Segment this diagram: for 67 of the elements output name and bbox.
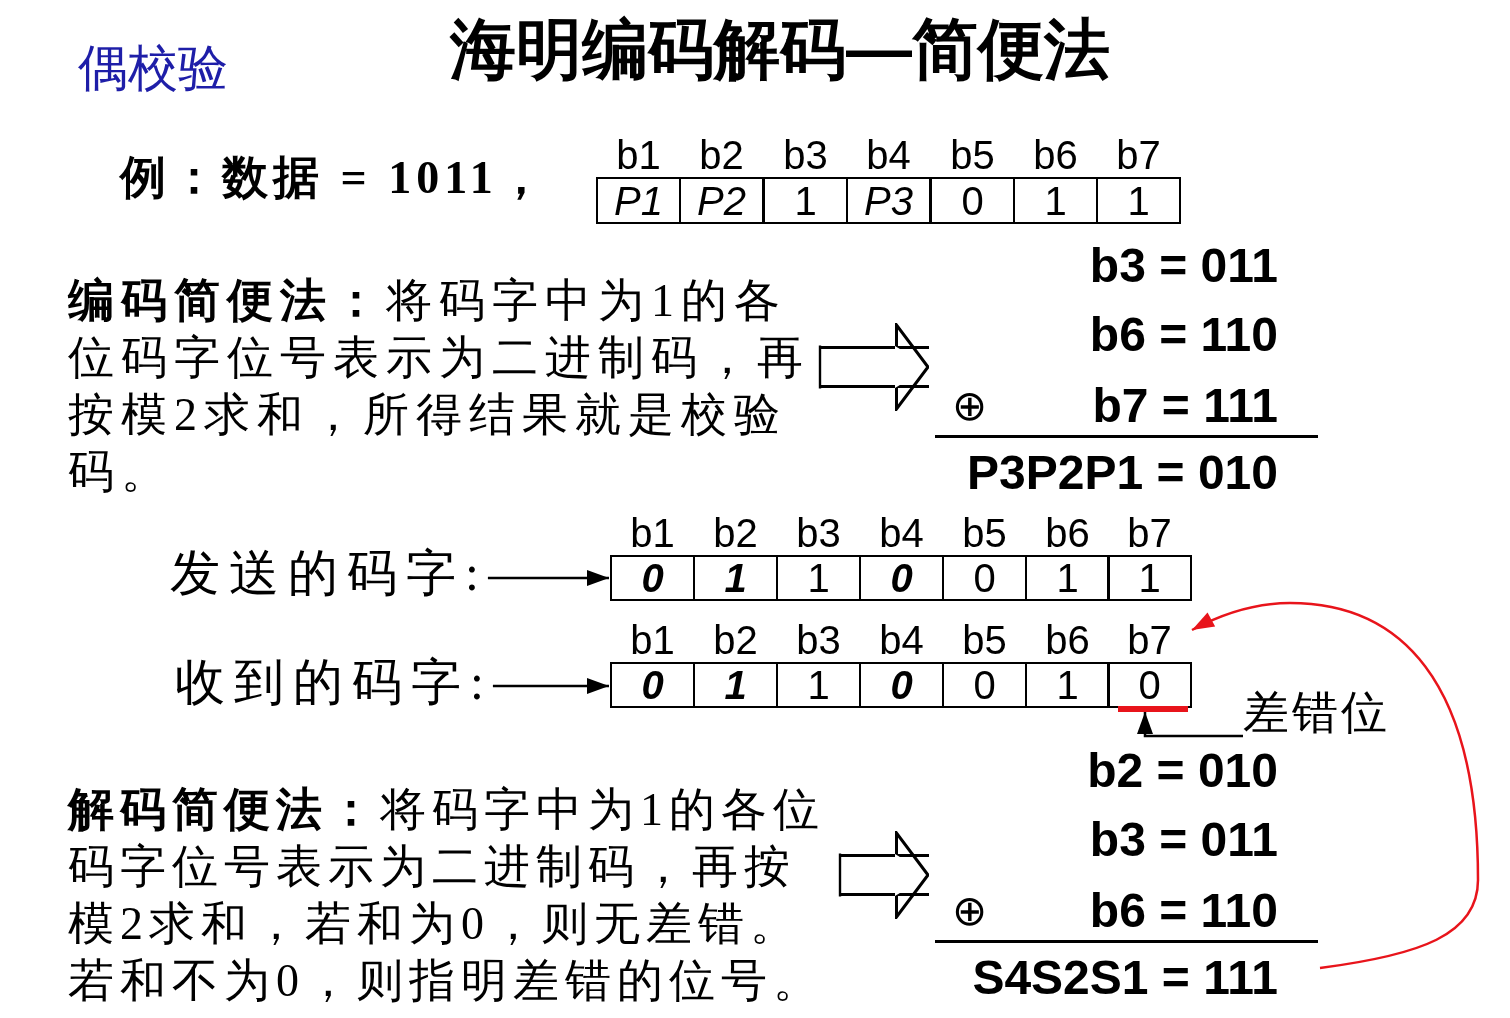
bit-value: P1	[614, 181, 663, 221]
bit-position-label: b4	[866, 135, 911, 175]
bit-position-label: b4	[879, 513, 924, 553]
bit-position-label: b1	[630, 620, 675, 660]
block-arrow	[818, 323, 931, 411]
bit-position-label: b5	[962, 513, 1007, 553]
bit-value: 0	[973, 665, 996, 705]
equation-text: P3P2P1 = 010	[967, 447, 1278, 500]
equation-text: b7 = 111	[1092, 380, 1278, 433]
bit-position-label: b3	[796, 620, 841, 660]
bit-value: 1	[1127, 181, 1150, 221]
bit-value: P2	[697, 181, 746, 221]
bit-value: 1	[1138, 558, 1161, 598]
bit-position-label: b6	[1033, 135, 1078, 175]
bit-value: 0	[890, 558, 913, 598]
bit-value: P3	[864, 181, 913, 221]
method-description: 解码简便法：将码字中为1的各位码字位号表示为二进制码，再按模2求和，若和为0，则无差错。若和不为0，则指明差错的位号。	[68, 781, 840, 1009]
bit-position-label: b5	[950, 135, 995, 175]
bit-value: 1	[1056, 665, 1079, 705]
bit-value: 0	[973, 558, 996, 598]
bit-position-label: b2	[713, 620, 758, 660]
example-text: 例：数据 = 1011，	[120, 152, 549, 205]
bit-position-label: b7	[1127, 513, 1172, 553]
bit-value: 0	[890, 665, 913, 705]
bit-value: 0	[961, 181, 984, 221]
bit-value: 0	[641, 665, 664, 705]
callout-text: 差错位	[1243, 688, 1390, 739]
equation-text: S4S2S1 = 111	[972, 952, 1278, 1005]
error-underline	[1118, 706, 1188, 712]
equation-text: b3 = 011	[1089, 240, 1278, 293]
equation-text: b6 = 110	[1089, 885, 1278, 938]
row-label: 收到的码字:	[175, 655, 493, 710]
arrow	[492, 678, 609, 694]
row-label: 发送的码字:	[170, 546, 488, 601]
bit-position-label: b1	[630, 513, 675, 553]
bit-position-label: b1	[616, 135, 661, 175]
operator-symbol: ⊕	[952, 888, 988, 935]
bit-position-label: b7	[1127, 620, 1172, 660]
bit-position-label: b2	[713, 513, 758, 553]
slide-title: 海明编码解码—简便法	[450, 12, 1110, 88]
equation-text: b2 = 010	[1087, 745, 1278, 798]
bit-value: 1	[807, 665, 830, 705]
bit-value: 1	[724, 665, 747, 705]
bit-value: 1	[1044, 181, 1067, 221]
method-description: 编码简便法：将码字中为1的各位码字位号表示为二进制码，再按模2求和，所得结果就是校验码。	[68, 272, 820, 500]
bit-value: 0	[641, 558, 664, 598]
bit-value: 1	[794, 181, 817, 221]
bit-position-label: b5	[962, 620, 1007, 660]
operator-symbol: ⊕	[952, 383, 988, 430]
block-arrow	[838, 831, 931, 919]
bit-position-label: b3	[783, 135, 828, 175]
parity-label: 偶校验	[78, 40, 228, 98]
bit-position-label: b7	[1116, 135, 1161, 175]
bit-position-label: b6	[1045, 620, 1090, 660]
equation-text: b3 = 011	[1089, 814, 1278, 867]
bit-value: 1	[807, 558, 830, 598]
bit-value: 0	[1138, 665, 1161, 705]
leader-arrow	[1137, 712, 1243, 738]
bit-position-label: b6	[1045, 513, 1090, 553]
bit-position-label: b2	[699, 135, 744, 175]
equation-text: b6 = 110	[1089, 309, 1278, 362]
bit-value: 1	[1056, 558, 1079, 598]
bit-position-label: b3	[796, 513, 841, 553]
arrow	[487, 570, 609, 586]
bit-value: 1	[724, 558, 747, 598]
bit-position-label: b4	[879, 620, 924, 660]
curved-arrow	[1191, 601, 1480, 970]
